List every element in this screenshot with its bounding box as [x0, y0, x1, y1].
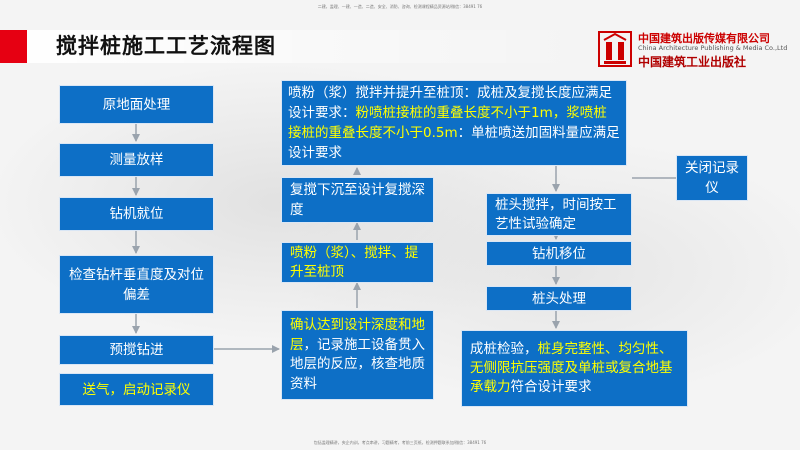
- title-accent-bar: [0, 30, 27, 63]
- step-spray-mix-lift: 喷粉（浆）、搅拌、提升至桩顶: [281, 242, 434, 283]
- page-title: 搅拌桩施工工艺流程图: [56, 34, 276, 58]
- step-pile-inspection: 成桩检验，桩身完整性、均匀性、无侧限抗压强度及单桩或复合地基承载力符合设计要求: [461, 330, 688, 407]
- step-survey-layout: 测量放样: [59, 143, 214, 177]
- step-remix-sink: 复搅下沉至设计复搅深度: [281, 177, 434, 223]
- title-bar: [27, 30, 587, 63]
- bottom-watermark-note: 包括监理精讲，央企内训，考点串讲，习题精考，考前三页纸，检测押题联系加/微信：3…: [313, 440, 487, 445]
- publisher-logo-icon: [598, 31, 632, 67]
- publisher-name-en: China Architecture Publishing & Media Co…: [638, 44, 788, 52]
- publisher-calligraphy: 中国建筑工业出版社: [638, 55, 747, 69]
- step-pile-head-treatment: 桩头处理: [486, 286, 632, 311]
- step-close-recorder: 关闭记录仪: [676, 155, 748, 201]
- step-pre-mix-drilling: 预搅钻进: [59, 335, 214, 365]
- step-check-verticality: 检查钻杆垂直度及对位偏差: [59, 255, 214, 314]
- step-spray-lift-requirements: 喷粉（浆）搅拌并提升至桩顶：成桩及复搅长度应满足设计要求：粉喷桩接桩的重叠长度不…: [281, 80, 627, 166]
- step-confirm-depth: 确认达到设计深度和地层，记录施工设备贯入地层的反应，核查地质资料: [281, 310, 434, 400]
- step-start-recorder: 送气，启动记录仪: [59, 373, 214, 406]
- top-watermark-note: 二建，监理、一建、一造、二造、安全、消防、咨询、检测课程精品资源站/微信：384…: [317, 4, 483, 9]
- publisher-name-cn: 中国建筑出版传媒有限公司: [638, 32, 770, 45]
- step-rig-relocation: 钻机移位: [486, 241, 632, 266]
- step-rig-positioning: 钻机就位: [59, 197, 214, 231]
- step-pile-head-mixing: 桩头搅拌，时间按工艺性试验确定: [486, 193, 632, 236]
- step-ground-treatment: 原地面处理: [59, 85, 214, 124]
